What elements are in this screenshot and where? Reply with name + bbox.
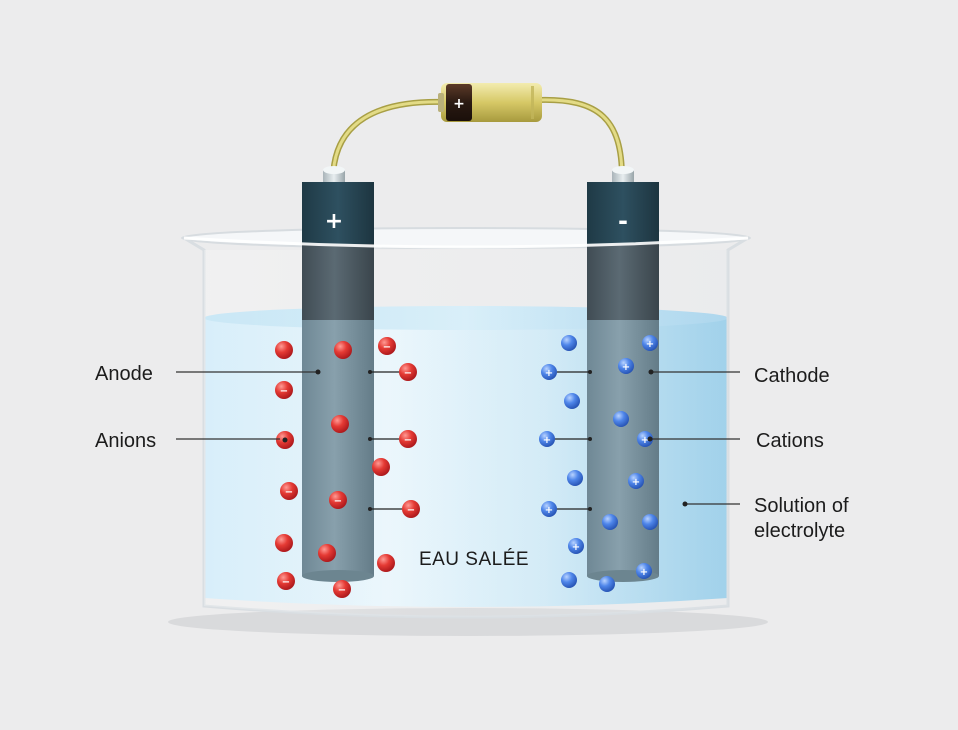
cation: + [568, 538, 584, 554]
svg-text:−: − [285, 487, 293, 498]
battery-sign: + [453, 96, 465, 112]
anion: − [275, 381, 293, 399]
anion [377, 554, 395, 572]
anion [334, 341, 352, 359]
label-solution-line1: Solution of [754, 495, 849, 517]
wire-left-highlight [331, 100, 447, 182]
anion-markers [368, 370, 403, 511]
svg-text:−: − [404, 435, 412, 446]
cation: + [636, 563, 652, 579]
battery-icon: + [438, 83, 542, 122]
anion [275, 341, 293, 359]
cathode-rod-submerged [587, 320, 659, 576]
anion: − [399, 430, 417, 448]
cation [642, 514, 658, 530]
anion: − [333, 580, 351, 598]
anode-electrode: + [302, 166, 374, 582]
svg-text:+: + [641, 435, 649, 446]
anion: − [277, 572, 295, 590]
svg-text:+: + [622, 362, 630, 373]
svg-text:−: − [404, 368, 412, 379]
cathode-sign: - [618, 207, 628, 235]
svg-text:−: − [280, 386, 288, 397]
label-cations: Cations [756, 430, 824, 452]
svg-text:+: + [646, 339, 654, 350]
svg-text:−: − [334, 496, 342, 507]
anode-rod-submerged [302, 320, 374, 576]
cation: + [541, 501, 557, 517]
anion: − [329, 491, 347, 509]
cations-group: + + + + + + + + + [539, 335, 658, 592]
beaker-rim-back [181, 227, 751, 249]
anion: − [402, 500, 420, 518]
anion [331, 415, 349, 433]
anode-cap [302, 182, 374, 244]
anion [275, 534, 293, 552]
svg-text:−: − [282, 577, 290, 588]
label-salt-water: EAU SALÉE [419, 549, 529, 570]
anion [318, 544, 336, 562]
svg-text:+: + [543, 435, 551, 446]
wire-right [535, 96, 625, 181]
svg-text:−: − [383, 342, 391, 353]
anion: − [280, 482, 298, 500]
cation: + [637, 431, 653, 447]
anion: − [378, 337, 396, 355]
cation [567, 470, 583, 486]
svg-text:+: + [572, 542, 580, 553]
beaker-rim-front [183, 236, 749, 249]
label-cathode: Cathode [754, 365, 830, 387]
anion [276, 431, 294, 449]
cation [599, 576, 615, 592]
cation: + [539, 431, 555, 447]
svg-text:+: + [632, 477, 640, 488]
svg-text:+: + [545, 368, 553, 379]
cation: + [628, 473, 644, 489]
cathode-rod-upper [587, 244, 659, 320]
svg-text:+: + [545, 505, 553, 516]
cation: + [642, 335, 658, 351]
svg-text:+: + [640, 567, 648, 578]
cathode-cap [587, 182, 659, 244]
cation [613, 411, 629, 427]
cation [602, 514, 618, 530]
wire-right-highlight [536, 98, 624, 180]
cation [561, 335, 577, 351]
svg-text:−: − [338, 585, 346, 596]
cation: + [618, 358, 634, 374]
label-solution-line2: electrolyte [754, 520, 845, 542]
label-anode: Anode [95, 363, 153, 385]
anion [372, 458, 390, 476]
cation [561, 572, 577, 588]
floor-shadow [168, 608, 768, 636]
svg-text:−: − [407, 505, 415, 516]
cation [564, 393, 580, 409]
wire-left [330, 98, 448, 183]
anode-rod-upper [302, 244, 374, 320]
cation: + [541, 364, 557, 380]
anions-group: − − − − − − − − − [275, 337, 420, 598]
cation-markers [554, 370, 592, 511]
anode-sign: + [325, 209, 343, 234]
anion: − [399, 363, 417, 381]
label-anions: Anions [95, 430, 156, 452]
